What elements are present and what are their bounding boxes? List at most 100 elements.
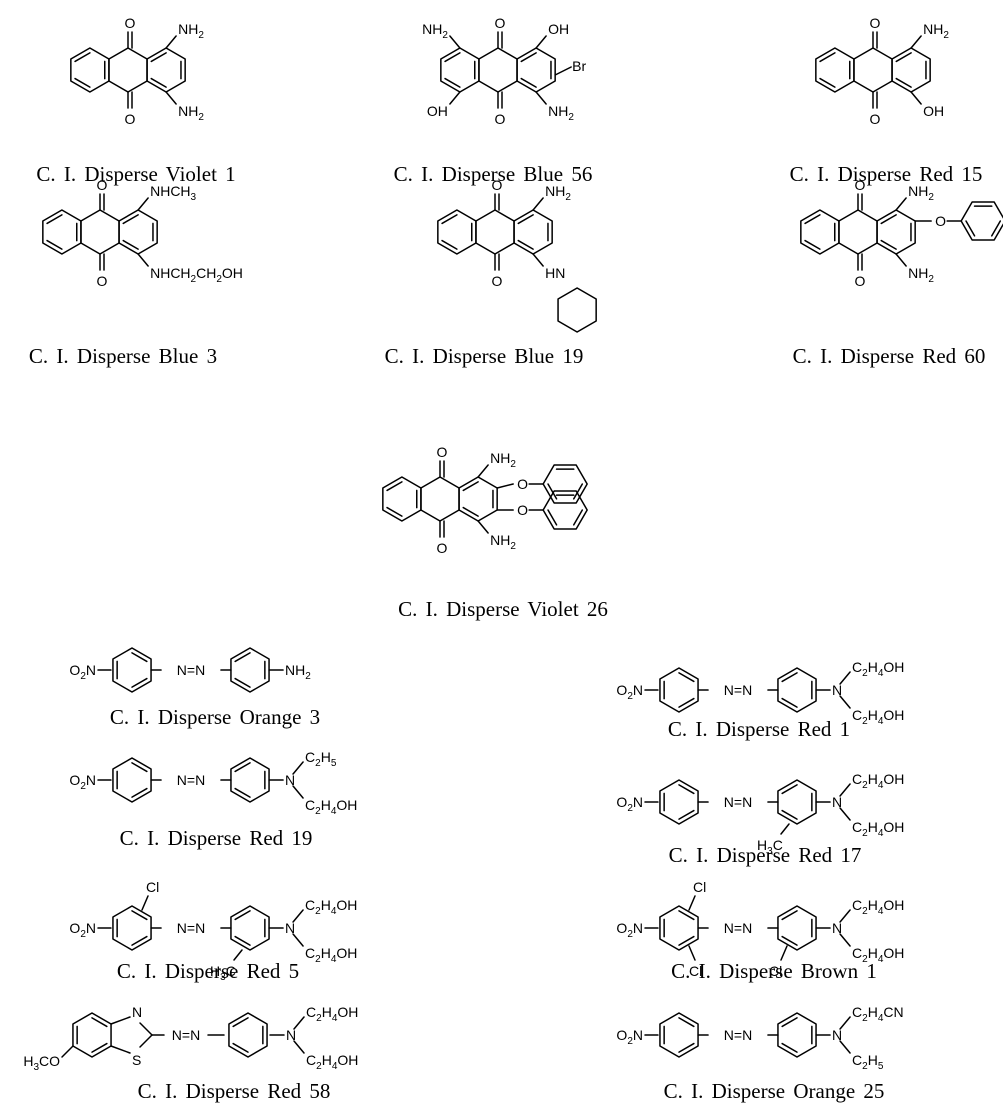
- atom-symbol: OH: [548, 21, 569, 37]
- compound-2-structure: [815, 31, 931, 109]
- atom-label: N=N: [724, 794, 752, 810]
- atom-label: C2H4CN: [852, 1004, 904, 1024]
- alkyl-bond: [292, 785, 304, 799]
- atom-label: C2H4OH: [305, 897, 357, 917]
- atom-symbol: N: [633, 1027, 643, 1043]
- benzene-ring: [853, 47, 893, 93]
- compound-5-structure: [800, 193, 1003, 271]
- atom-label: NH2: [422, 21, 448, 41]
- atom-subscript: 4: [878, 828, 884, 839]
- atom-label: NH2: [908, 265, 934, 285]
- compound-12-structure: [644, 895, 851, 961]
- atom-symbol: O: [492, 177, 503, 193]
- atom-subscript: 4: [331, 906, 337, 917]
- atom-symbol: O: [97, 177, 108, 193]
- atom-symbol: C: [852, 659, 862, 675]
- benzene-ring: [777, 1012, 817, 1058]
- atom-label: O: [855, 177, 866, 193]
- aromatic-inner-bond: [895, 77, 912, 88]
- atom-label: OH: [427, 103, 448, 119]
- alkyl-bond: [292, 933, 304, 947]
- substituent-bond: [895, 197, 907, 211]
- atom-subscript: 2: [442, 30, 448, 41]
- atom-symbol: C: [305, 945, 315, 961]
- atom-subscript: 2: [191, 274, 197, 285]
- atom-symbol: Br: [572, 58, 586, 74]
- benzene-ring: [542, 490, 588, 530]
- atom-label: C2H5: [305, 749, 337, 769]
- substituent-bond: [910, 35, 922, 49]
- compound-name-caption: C. I. Disperse Blue 3: [29, 344, 217, 368]
- aromatic-inner-bond: [781, 784, 798, 795]
- aromatic-inner-bond: [234, 652, 251, 663]
- atom-label: O: [935, 213, 946, 229]
- aromatic-inner-bond: [232, 1017, 249, 1028]
- atom-label: O: [495, 111, 506, 127]
- atom-symbol: N=N: [724, 794, 752, 810]
- atom-subscript: 4: [878, 668, 884, 679]
- atom-subscript: 2: [862, 906, 868, 917]
- atom-subscript: 4: [878, 716, 884, 727]
- atom-label: NH2: [285, 662, 311, 682]
- atom-subscript: 2: [862, 668, 868, 679]
- atom-label: N: [832, 1027, 842, 1043]
- atom-symbol: H: [868, 945, 878, 961]
- atom-symbol: O: [855, 177, 866, 193]
- atom-label: O: [495, 15, 506, 31]
- aromatic-inner-bond: [234, 787, 251, 798]
- aromatic-inner-bond: [441, 239, 458, 250]
- aromatic-inner-bond: [520, 52, 537, 63]
- compound-name-caption: C. I. Disperse Red 5: [117, 959, 299, 983]
- ether-bond: [496, 483, 514, 489]
- atom-label: C2H4OH: [852, 659, 904, 679]
- aromatic-inner-bond: [122, 214, 139, 225]
- benzene-ring: [777, 905, 817, 951]
- alkyl-bond: [839, 695, 851, 709]
- atom-label: O2N: [616, 920, 643, 940]
- compound-3-structure: [42, 193, 158, 271]
- atom-symbol: OH: [883, 771, 904, 787]
- atom-label: NH2: [490, 532, 516, 552]
- atom-subscript: 2: [862, 716, 868, 727]
- atom-label: N: [286, 1027, 296, 1043]
- atom-symbol: H: [868, 897, 878, 913]
- atom-symbol: OH: [923, 103, 944, 119]
- atom-symbol: OH: [336, 945, 357, 961]
- atom-label: H3C: [210, 963, 236, 983]
- atom-symbol: C: [852, 897, 862, 913]
- alkyl-bond: [839, 671, 851, 685]
- atom-label: O: [125, 15, 136, 31]
- aromatic-inner-bond: [517, 239, 534, 250]
- phenyl-ring: [557, 287, 597, 333]
- atom-label: N=N: [724, 920, 752, 936]
- atom-label: O: [437, 540, 448, 556]
- atom-symbol: CH: [196, 265, 216, 281]
- substituent-bond: [165, 35, 177, 49]
- atom-subscript: 2: [198, 30, 204, 41]
- atom-symbol: O: [69, 772, 80, 788]
- aromatic-inner-bond: [880, 214, 897, 225]
- aromatic-inner-bond: [781, 697, 798, 708]
- atom-symbol: Cl: [146, 879, 159, 895]
- atom-symbol: N: [633, 920, 643, 936]
- atom-symbol: NHCH: [150, 265, 190, 281]
- atom-label: H3CO: [23, 1053, 60, 1073]
- substituent-bond: [165, 91, 177, 105]
- atom-symbol: O: [97, 273, 108, 289]
- aromatic-inner-bond: [678, 784, 695, 795]
- atom-subscript: 4: [878, 1013, 884, 1024]
- alkyl-bond: [839, 1016, 851, 1030]
- aromatic-inner-bond: [131, 787, 148, 798]
- atom-label: HN: [545, 265, 565, 281]
- atom-symbol: N: [633, 682, 643, 698]
- atom-label: NHCH3: [150, 183, 196, 203]
- aromatic-inner-bond: [234, 677, 251, 688]
- compound-name-caption: C. I. Disperse Blue 19: [385, 344, 584, 368]
- atom-subscript: 2: [862, 828, 868, 839]
- atom-subscript: 2: [943, 30, 949, 41]
- atom-symbol: N: [832, 920, 842, 936]
- benzene-ring: [420, 476, 460, 522]
- atom-label: N=N: [177, 662, 205, 678]
- atom-symbol: O: [616, 682, 627, 698]
- compound-name-caption: C. I. Disperse Red 1: [668, 717, 850, 741]
